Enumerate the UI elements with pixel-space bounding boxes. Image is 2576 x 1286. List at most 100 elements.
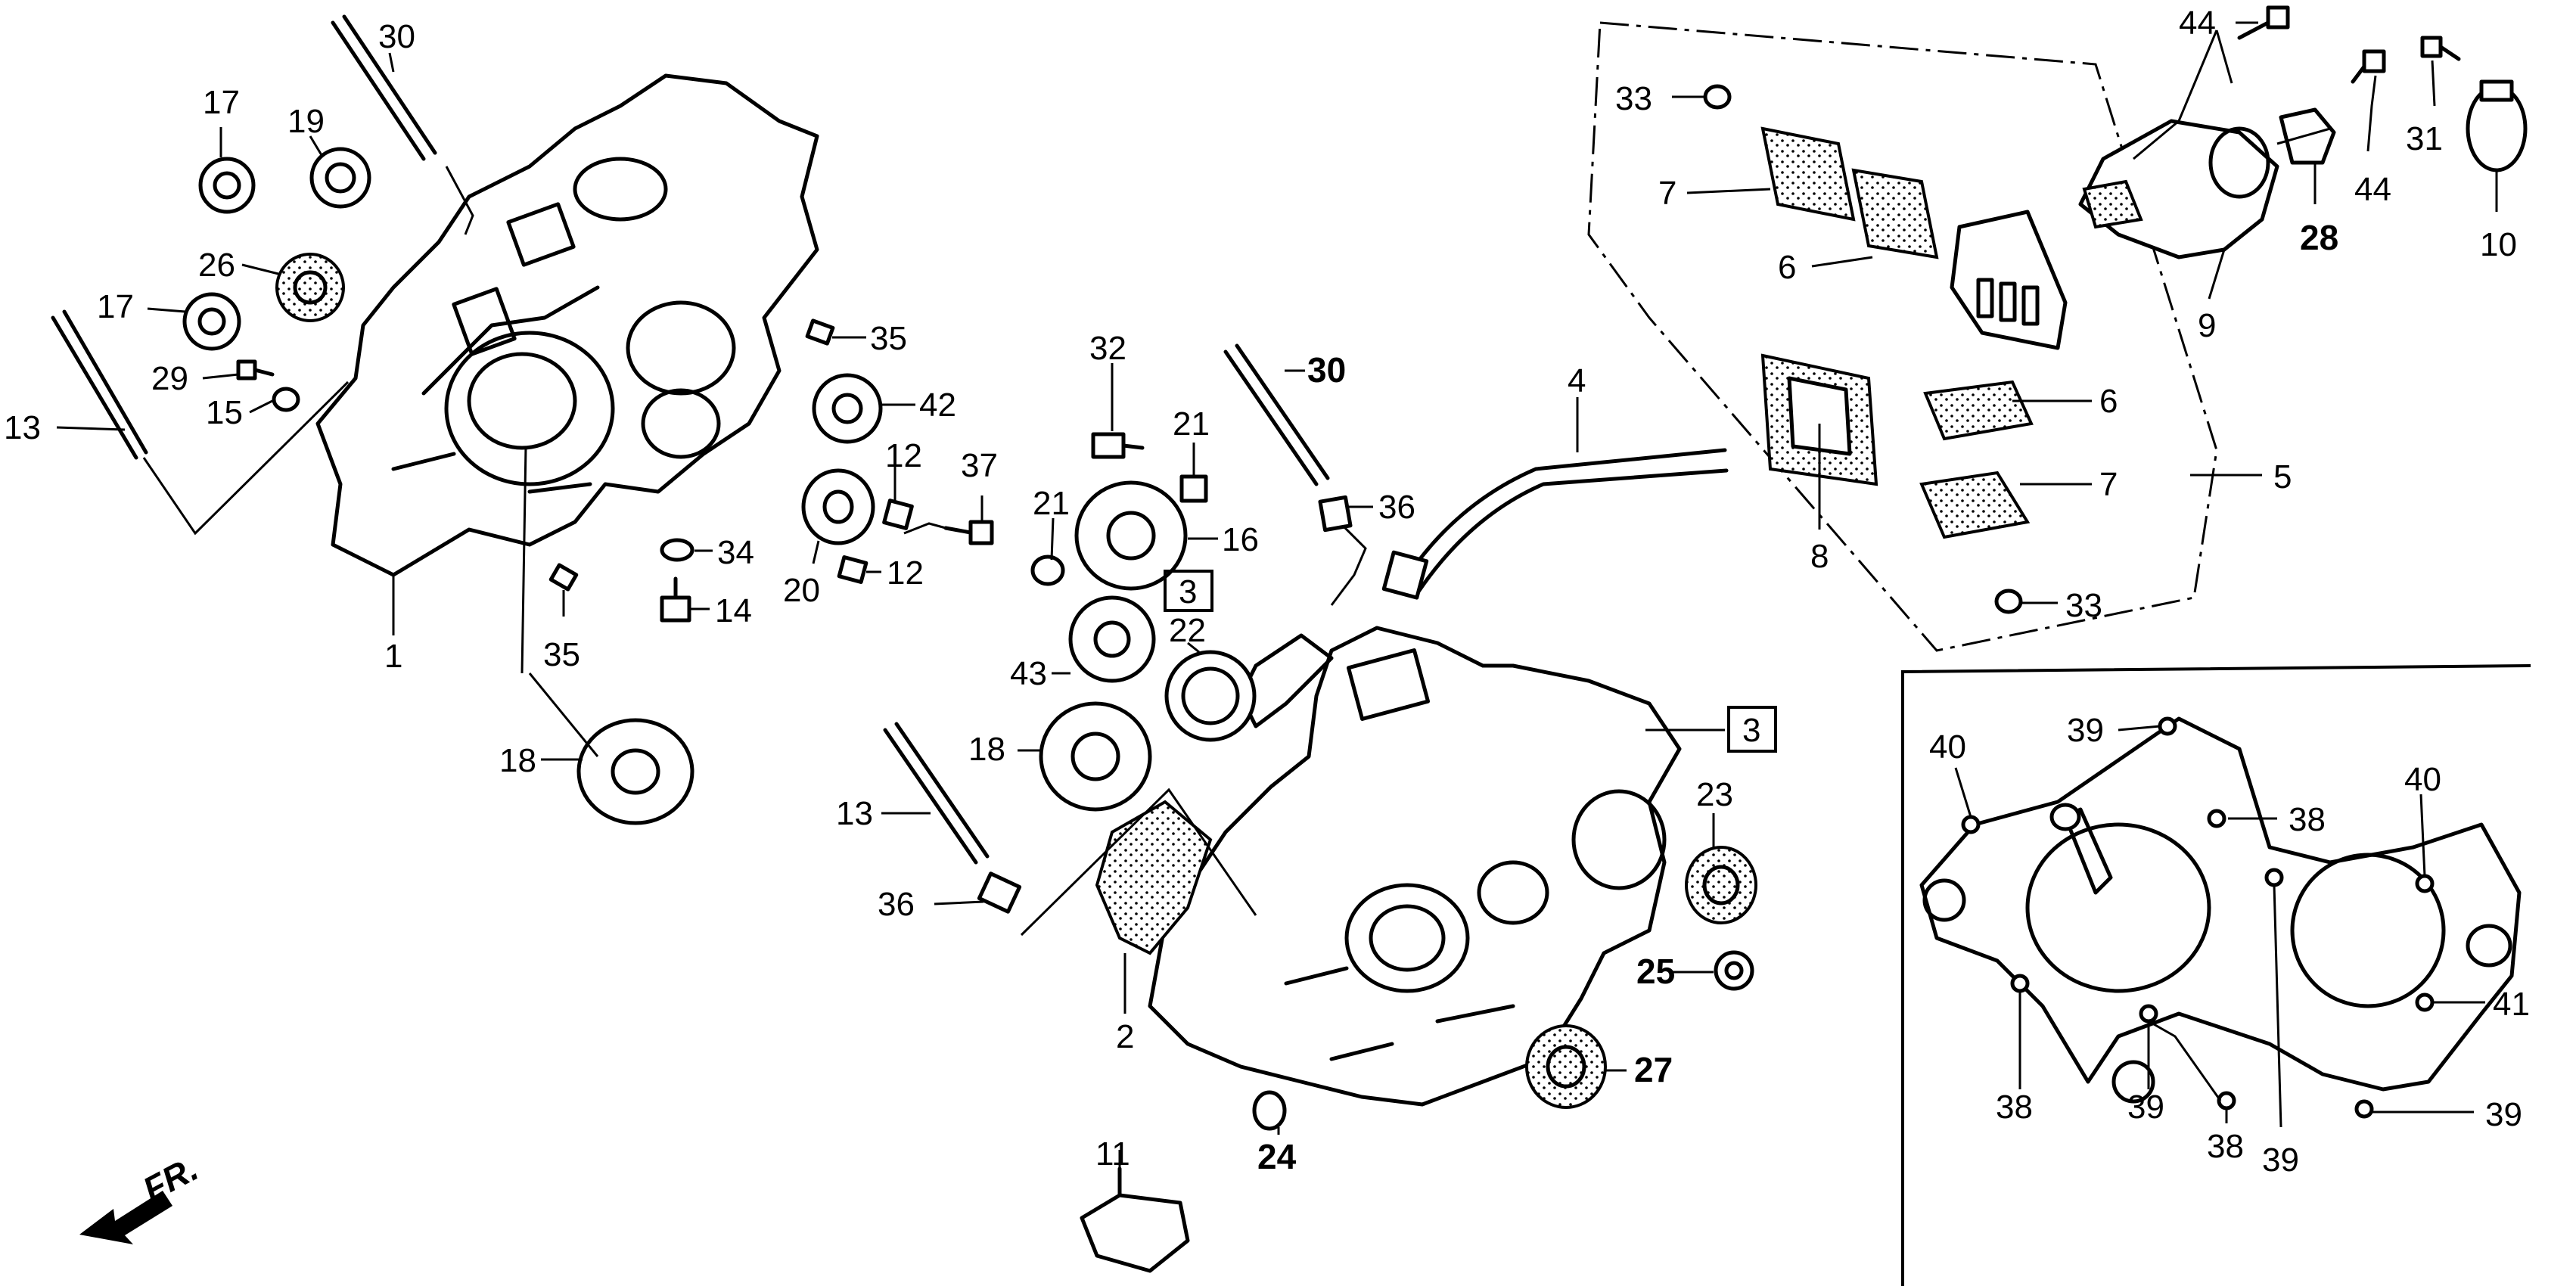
label-18-center: 18 [968,731,1005,768]
label-39-right: 39 [2485,1096,2522,1133]
label-12-lower: 12 [887,554,924,592]
oil-seal-24 [1252,1090,1287,1131]
screw-33-top [1703,84,1732,110]
label-1: 1 [384,638,402,675]
label-31: 31 [2406,120,2443,157]
label-38-top: 38 [2289,801,2326,838]
clip-21-lower [1030,554,1065,586]
label-25: 25 [1636,952,1675,991]
label-30-left: 30 [378,18,415,55]
stud-bolt-30-center [1223,343,1330,486]
bearing-20 [801,468,875,545]
stud-bolt-30-left [331,14,437,161]
label-41: 41 [2493,986,2530,1023]
label-21-top: 21 [1173,405,1210,443]
breather-tube-4 [1381,448,1729,600]
gasket-detail-frame [1901,664,2531,1286]
clip-12-lower [837,555,869,584]
reed-valve-body [1950,210,2068,350]
label-24: 24 [1257,1137,1297,1176]
reed-petal-7-top [1760,126,1856,222]
gasket-bolt-holes [1961,716,2435,1119]
boxed-label-frame-3-right [1727,706,1777,753]
label-5: 5 [2273,458,2292,495]
front-label: FR. [136,1148,204,1210]
bracket-11 [1080,1166,1190,1273]
label-6-lower: 6 [2099,383,2118,420]
bearing-18-center [1039,701,1152,812]
label-26: 26 [198,247,235,284]
label-38-lower: 38 [2207,1128,2244,1165]
intake-manifold-9 [2078,119,2279,259]
label-38-left: 38 [1996,1089,2033,1126]
bearing-17-lower [182,292,241,351]
screw-33-lower [1994,589,2023,614]
bolt-14 [660,576,691,623]
label-39-top: 39 [2067,712,2104,749]
label-30-center: 30 [1307,350,1346,390]
label-15: 15 [206,394,243,431]
washer-34 [660,538,694,562]
bolt-32 [1091,432,1145,459]
label-39-lower: 39 [2262,1142,2299,1179]
label-33-top: 33 [1615,80,1652,117]
label-40-left: 40 [1929,728,1966,766]
oil-seal-23 [1685,846,1757,924]
label-44-top: 44 [2179,5,2216,42]
label-17-lower: 17 [97,288,134,325]
label-7-top: 7 [1658,175,1676,212]
boxed-label-frame-3-left [1164,570,1213,612]
label-35-top: 35 [870,320,907,357]
label-39-center: 39 [2127,1089,2164,1126]
bearing-16 [1074,480,1188,591]
stud-bolt-13-left [51,309,148,460]
label-3-right: 3 [1742,712,1760,749]
label-44-right: 44 [2354,171,2391,208]
label-21-lower: 21 [1033,485,1070,522]
bolt-44-right [2351,49,2386,84]
label-7-lower: 7 [2099,466,2118,503]
label-4: 4 [1568,362,1586,399]
label-16: 16 [1222,521,1259,558]
label-33-lower: 33 [2065,587,2102,624]
label-28: 28 [2300,218,2338,257]
bearing-18-left [576,718,694,825]
reed-petal-7-lower [1919,471,2031,539]
bearing-17-top [198,157,256,214]
oil-seal-27 [1525,1024,1607,1109]
clip-21-top [1179,474,1208,503]
reed-valve-group-outline [1587,21,2218,652]
left-crankcase-half [315,73,819,577]
bolt-37 [943,520,994,545]
label-11: 11 [1095,1135,1130,1173]
label-3-left: 3 [1179,573,1197,610]
label-36-lower: 36 [878,886,915,923]
bearing-43 [1068,595,1156,683]
label-37: 37 [961,447,998,484]
needle-bearing-22 [1164,650,1257,742]
clip-12-top [882,499,914,530]
reed-stopper-6-top [1851,168,1939,259]
label-6-top: 6 [1778,249,1796,286]
crankcase-gasket-41 [1919,716,2522,1104]
stud-bolt-13-center [883,722,990,865]
label-42: 42 [919,387,956,424]
label-36-top: 36 [1378,489,1415,526]
label-34: 34 [717,534,754,571]
label-22: 22 [1169,612,1206,649]
label-8: 8 [1810,538,1829,575]
label-9: 9 [2198,307,2216,344]
washer-15 [272,387,300,412]
label-20: 20 [783,572,820,609]
label-19: 19 [287,103,325,140]
label-13-left: 13 [4,409,41,446]
label-40-right: 40 [2404,761,2441,798]
label-10: 10 [2480,226,2517,263]
dowel-36-lower [977,871,1022,914]
label-18-left: 18 [499,742,536,779]
label-13-center: 13 [836,795,873,832]
label-27: 27 [1634,1050,1673,1089]
label-32: 32 [1089,330,1126,367]
bearing-19 [309,147,371,209]
